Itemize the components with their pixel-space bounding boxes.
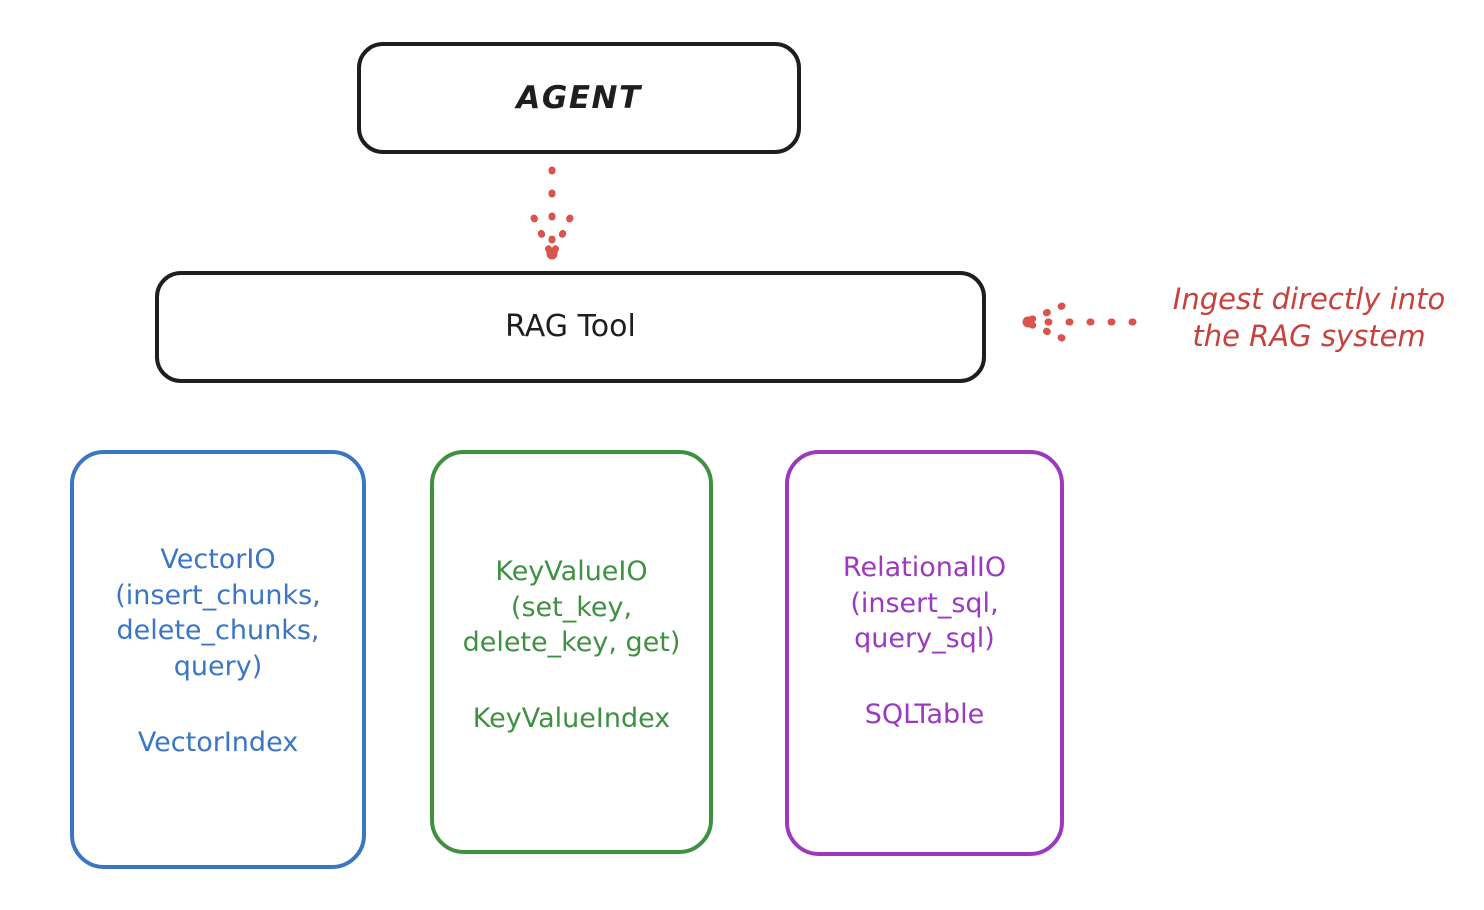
node-key-value-io[interactable]: KeyValueIO (set_key, delete_key, get) Ke… bbox=[430, 450, 713, 854]
node-agent-label: AGENT bbox=[516, 79, 642, 116]
dotted-arrow-down-icon bbox=[530, 166, 574, 260]
node-key-value-io-label: KeyValueIO (set_key, delete_key, get) bbox=[462, 556, 681, 659]
dotted-arrow-left-icon bbox=[1022, 302, 1137, 342]
node-agent[interactable]: AGENT bbox=[357, 42, 801, 154]
node-vector-io-label: VectorIO (insert_chunks, delete_chunks, … bbox=[115, 544, 321, 682]
node-relational-io-sublabel: SQLTable bbox=[864, 698, 985, 730]
node-relational-io-label: RelationalIO (insert_sql, query_sql) bbox=[842, 552, 1007, 655]
annotation-ingest-note: Ingest directly into the RAG system bbox=[1172, 282, 1446, 354]
node-relational-io[interactable]: RelationalIO (insert_sql, query_sql) SQL… bbox=[785, 450, 1064, 856]
node-vector-io-sublabel: VectorIndex bbox=[137, 726, 299, 758]
node-key-value-io-sublabel: KeyValueIndex bbox=[472, 702, 671, 734]
node-rag-tool-label: RAG Tool bbox=[505, 309, 636, 345]
node-vector-io[interactable]: VectorIO (insert_chunks, delete_chunks, … bbox=[70, 450, 366, 869]
node-rag-tool[interactable]: RAG Tool bbox=[155, 271, 986, 383]
